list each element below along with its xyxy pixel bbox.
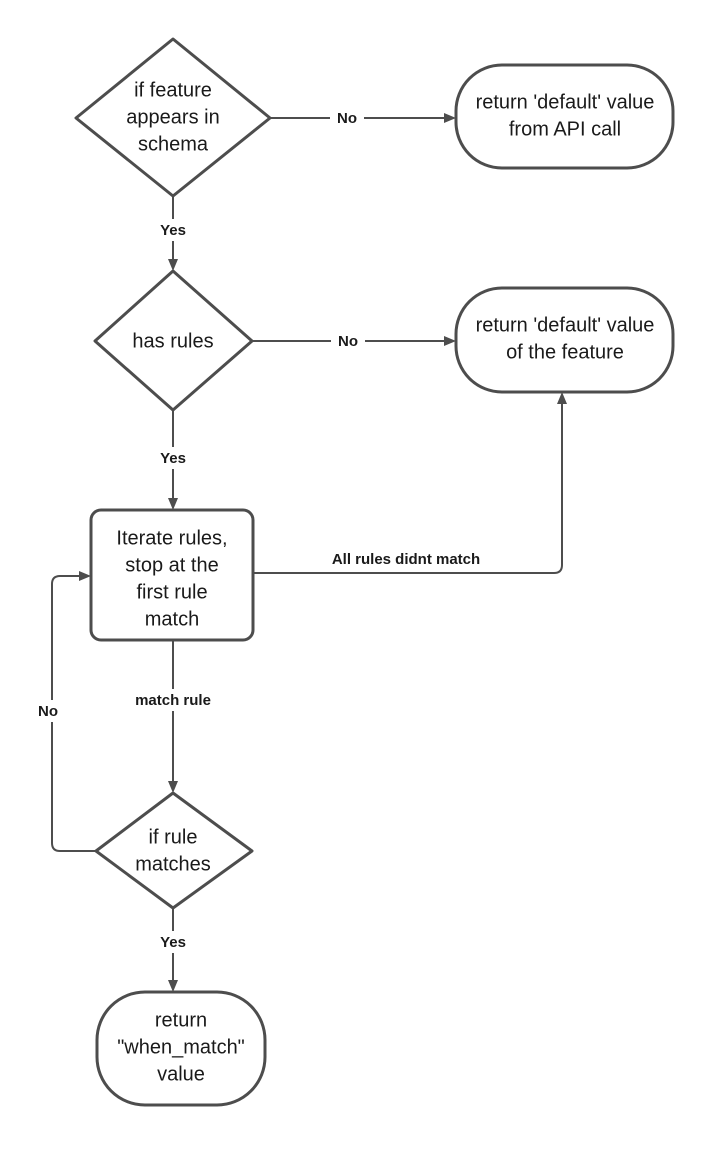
node-label-line-1: Iterate rules, xyxy=(116,527,227,549)
node-return-default-of-the-feature[interactable]: return 'default' value of the feature xyxy=(454,286,675,394)
edge-label-has-rules-no: No xyxy=(338,333,358,350)
edge-label-backdrop xyxy=(316,548,496,570)
node-label-line-3: value xyxy=(157,1063,205,1085)
arrow-head-icon xyxy=(79,571,91,581)
arrow-head-icon xyxy=(168,259,178,271)
node-label-line-2: appears in xyxy=(126,106,219,128)
node-return-default-from-api-call[interactable]: return 'default' value from API call xyxy=(454,63,675,170)
arrow-head-icon xyxy=(444,113,456,123)
arrow-head-icon xyxy=(168,498,178,510)
node-label-line-3: first rule xyxy=(136,581,207,603)
edge-label-backdrop xyxy=(152,931,194,953)
edge-all-rules-didnt-match: All rules didnt match xyxy=(253,392,567,574)
terminator-shape[interactable] xyxy=(454,63,675,170)
edge-label-rule-matches-yes: Yes xyxy=(160,934,186,951)
edge-label-backdrop xyxy=(123,689,223,711)
edge-has-rules-yes: Yes xyxy=(152,410,194,510)
node-label-line-1: return xyxy=(155,1009,207,1031)
edge-label-backdrop xyxy=(152,447,194,469)
arrow-head-icon xyxy=(444,336,456,346)
edge-label-rule-matches-no: No xyxy=(38,703,58,720)
arrow-head-icon xyxy=(168,781,178,793)
node-label-line-1: return 'default' value xyxy=(476,314,655,336)
node-if-rule-matches[interactable]: if rule matches xyxy=(94,791,254,910)
edge-rule-matches-no: No xyxy=(31,571,96,852)
edge-label-backdrop xyxy=(152,219,194,241)
decision-diamond-shape[interactable] xyxy=(94,791,254,910)
edge-label-backdrop xyxy=(31,700,65,722)
node-label-line-1: if rule xyxy=(149,826,198,848)
terminator-shape[interactable] xyxy=(454,286,675,394)
terminator-shape[interactable] xyxy=(95,990,267,1107)
edge-label-has-rules-yes: Yes xyxy=(160,450,186,467)
edge-schema-no: No xyxy=(270,107,456,129)
edge-label-backdrop xyxy=(330,107,364,129)
node-label-line-2: matches xyxy=(135,853,211,875)
edge-has-rules-no: No xyxy=(252,330,456,352)
node-label-line-4: match xyxy=(145,608,199,630)
node-iterate-rules[interactable]: Iterate rules, stop at the first rule ma… xyxy=(89,508,255,642)
edge-schema-yes: Yes xyxy=(152,196,194,271)
node-if-feature-appears-in-schema[interactable]: if feature appears in schema xyxy=(74,37,272,198)
edge-rule-matches-yes: Yes xyxy=(152,908,194,992)
node-label-line-1: has rules xyxy=(132,330,213,352)
node-label-line-3: schema xyxy=(138,133,209,155)
node-label-line-1: if feature xyxy=(134,79,212,101)
edge-label-match-rule: match rule xyxy=(135,692,211,709)
edge-label-schema-yes: Yes xyxy=(160,222,186,239)
node-label-line-1: return 'default' value xyxy=(476,91,655,113)
arrow-head-icon xyxy=(168,980,178,992)
arrow-head-icon xyxy=(557,392,567,404)
edge-line xyxy=(253,401,563,574)
edge-label-all-rules-didnt-match: All rules didnt match xyxy=(332,551,480,568)
node-label-line-2: from API call xyxy=(509,118,621,140)
edge-match-rule: match rule xyxy=(123,640,223,793)
edge-label-schema-no: No xyxy=(337,110,357,127)
decision-diamond-shape[interactable] xyxy=(93,269,254,412)
decision-diamond-shape[interactable] xyxy=(74,37,272,198)
process-box-shape[interactable] xyxy=(89,508,255,642)
node-has-rules[interactable]: has rules xyxy=(93,269,254,412)
node-label-line-2: stop at the xyxy=(125,554,218,576)
node-return-when-match-value[interactable]: return "when_match" value xyxy=(95,990,267,1107)
node-label-line-2: of the feature xyxy=(506,341,624,363)
node-label-line-2: "when_match" xyxy=(117,1036,245,1058)
edge-label-backdrop xyxy=(331,330,365,352)
